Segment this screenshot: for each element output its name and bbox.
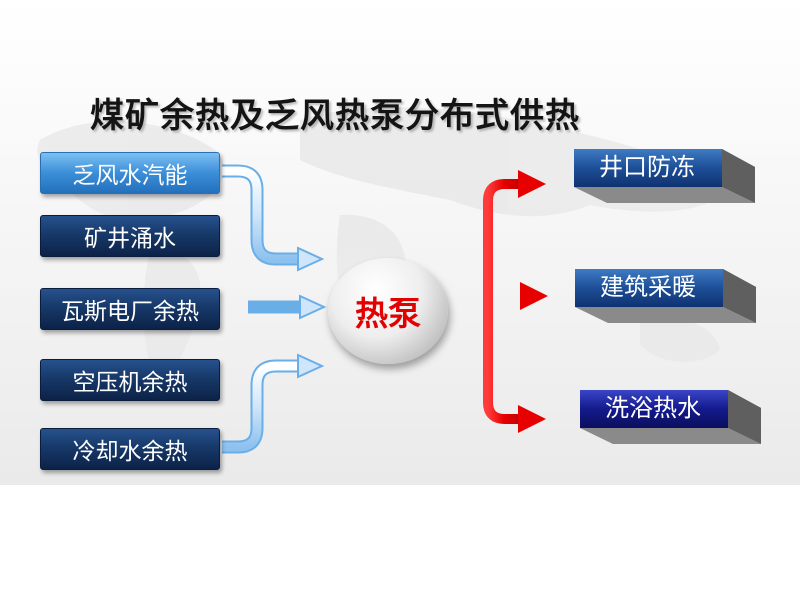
dest-block-shape [575,269,756,323]
input-arrow-middle [248,294,327,320]
heat-pump-label: 热泵 [355,294,421,333]
dest-wellhead-antifreeze: 井口防冻 [572,143,757,211]
slide-canvas: 煤矿余热及乏风热泵分布式供热 [0,0,800,485]
source-label: 矿井涌水 [84,226,176,252]
source-ventilation-air: 乏风水汽能 [40,152,220,194]
source-label: 空压机余热 [72,370,188,396]
source-gas-power-plant: 瓦斯电厂余热 [40,288,220,330]
page-title: 煤矿余热及乏风热泵分布式供热 [90,96,580,136]
dest-building-heating: 建筑采暖 [573,263,758,331]
source-label: 乏风水汽能 [72,163,188,189]
source-air-compressor: 空压机余热 [40,359,220,401]
dest-label: 洗浴热水 [605,394,701,422]
dest-block-shape [580,390,761,444]
source-label: 瓦斯电厂余热 [61,299,199,325]
dest-label: 井口防冻 [599,153,695,181]
input-arrow-top [222,164,325,272]
flow-arrows [222,164,548,454]
source-cooling-water: 冷却水余热 [40,428,220,470]
heat-pump-node: 热泵 [328,258,448,364]
dest-block-shape [574,149,755,203]
output-branch-arrows [450,170,548,433]
dest-bathing-hot-water: 洗浴热水 [578,384,763,452]
dest-label: 建筑采暖 [600,273,696,301]
source-mine-water: 矿井涌水 [40,215,220,257]
source-label: 冷却水余热 [72,439,188,465]
input-arrow-bottom [222,353,325,454]
